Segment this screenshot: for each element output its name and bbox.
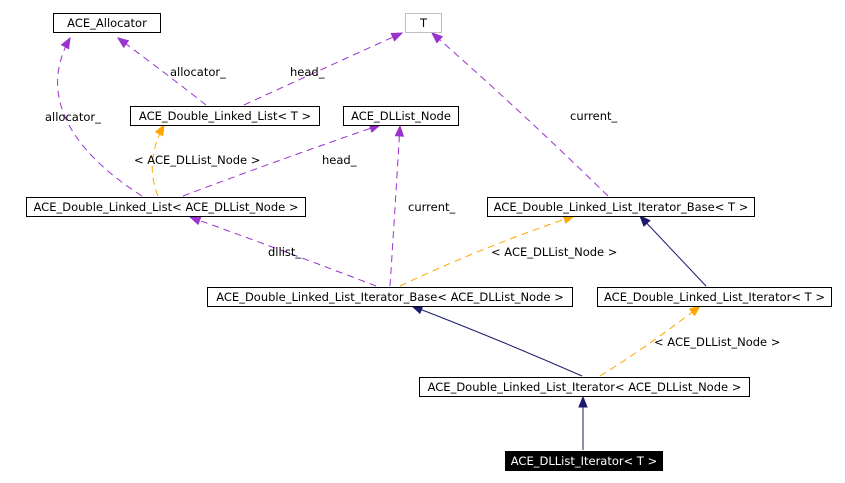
edge-iter-node-inherits-base [410, 305, 583, 377]
node-ace-allocator[interactable]: ACE_Allocator [53, 13, 161, 33]
arrowhead [188, 216, 202, 226]
edge-t-head-from-dll-t [243, 32, 404, 106]
node-iterator-t[interactable]: ACE_Double_Linked_List_Iterator< T > [597, 287, 832, 307]
edge-dll-t-template [151, 123, 165, 197]
edge-iter-template [599, 305, 702, 377]
edge-dllist-iter-inherits [578, 395, 588, 450]
node-iterator-dllist-node[interactable]: ACE_Double_Linked_List_Iterator< ACE_DLL… [419, 377, 750, 397]
arrowhead [394, 124, 405, 137]
label-dllist: dllist_ [268, 245, 302, 259]
arrowhead [688, 305, 702, 317]
node-t[interactable]: T [405, 13, 442, 33]
node-double-linked-list-t[interactable]: ACE_Double_Linked_List< T > [130, 106, 320, 126]
label-template-base: < ACE_DLList_Node > [491, 245, 618, 259]
edge-t-current-from-iter-base [430, 32, 609, 197]
node-iterator-base-dllist-node[interactable]: ACE_Double_Linked_List_Iterator_Base< AC… [207, 287, 573, 307]
edge-allocator-from-dll-t [116, 37, 207, 106]
node-double-linked-list-dllist-node[interactable]: ACE_Double_Linked_List< ACE_DLList_Node … [26, 197, 306, 217]
label-allocator-right: allocator_ [170, 65, 226, 79]
arrowhead [154, 123, 165, 137]
arrowhead [578, 395, 588, 408]
label-allocator-left: allocator_ [45, 110, 101, 124]
edge-allocator-from-dll-node [57, 36, 143, 197]
arrowhead [390, 32, 404, 42]
edge-iter-t-inherits-base [639, 215, 707, 287]
label-template-iter: < ACE_DLList_Node > [654, 335, 781, 349]
node-dllist-iterator-t[interactable]: ACE_DLList_Iterator< T > [505, 451, 663, 471]
label-current-node: current_ [408, 200, 456, 214]
node-ace-dllist-node[interactable]: ACE_DLList_Node [343, 106, 459, 126]
label-head-t: head_ [290, 65, 325, 79]
arrowhead [60, 36, 71, 50]
arrowhead [430, 32, 444, 44]
label-current-t: current_ [570, 109, 618, 123]
label-template-dll: < ACE_DLList_Node > [134, 153, 261, 167]
node-iterator-base-t[interactable]: ACE_Double_Linked_List_Iterator_Base< T … [487, 197, 755, 217]
arrowhead [639, 215, 651, 227]
arrowhead [410, 305, 424, 315]
arrowhead [116, 37, 130, 49]
edge-dlist-node-current-from-base [389, 124, 405, 287]
label-head-node: head_ [322, 153, 357, 167]
